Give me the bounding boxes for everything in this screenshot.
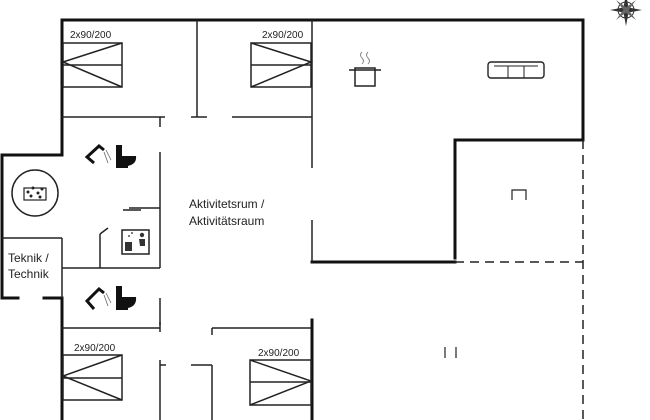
- technical-room-label-1: Teknik /: [8, 251, 49, 265]
- toilet-icon: [116, 286, 137, 310]
- activity-room-label-2: Aktivitätsraum: [189, 214, 264, 228]
- bed-bottom-left: 2x90/200: [60, 343, 123, 401]
- compass-icon: [610, 0, 642, 26]
- stove-pot-icon: [349, 51, 381, 87]
- sauna-icon: [121, 229, 150, 255]
- fixture-mark: [444, 347, 457, 358]
- bed-bottom-right: 2x90/200: [249, 348, 314, 406]
- hot-tub-icon: [11, 169, 59, 217]
- toilet-icon: [116, 145, 137, 168]
- bed-size-label: 2x90/200: [74, 343, 116, 354]
- sofa-icon: [487, 61, 545, 79]
- technical-room-label-2: Technik: [8, 267, 50, 281]
- bed-size-label: 2x90/200: [258, 348, 300, 359]
- bed-top-right: 2x90/200: [250, 30, 314, 88]
- bed-top-left: 2x90/200: [60, 30, 123, 88]
- shower-icon: [84, 144, 112, 165]
- interior-walls: [2, 20, 314, 420]
- shower-icon: [84, 286, 112, 310]
- activity-room-label-1: Aktivitetsrum /: [189, 197, 265, 211]
- bed-size-label: 2x90/200: [70, 30, 112, 41]
- fixture-mark: [511, 189, 527, 200]
- dashed-walls: [455, 140, 584, 420]
- bed-size-label: 2x90/200: [262, 30, 304, 41]
